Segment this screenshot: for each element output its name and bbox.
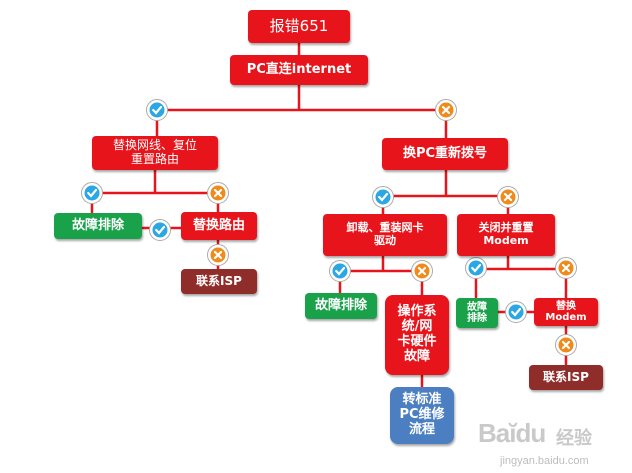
node-replace-cable-reset-router: 替换网线、复位 重置路由 [92, 136, 218, 170]
node-reinstall-nic-driver: 卸载、重装网卡 驱动 [323, 214, 447, 256]
node-contact-isp-2: 联系ISP [529, 365, 603, 390]
node-redial-on-pc: 换PC重新拨号 [382, 138, 508, 170]
cross-icon [411, 260, 433, 282]
cross-icon [207, 244, 229, 266]
node-pc-direct-internet: PC直连internet [230, 55, 368, 85]
node-contact-isp-1: 联系ISP [181, 269, 257, 294]
cross-icon [435, 99, 457, 121]
node-fixed-3: 故障 排除 [456, 298, 498, 328]
node-replace-router: 替换路由 [181, 212, 257, 240]
node-error-651: 报错651 [248, 10, 350, 43]
check-icon [329, 260, 351, 282]
check-icon [81, 182, 103, 204]
check-icon [505, 301, 527, 323]
node-os-nic-hardware-fault: 操作系 统/网 卡硬件 故障 [385, 295, 449, 375]
watermark-url: jingyan.baidu.com [500, 455, 589, 467]
check-icon [146, 99, 168, 121]
node-fixed-1: 故障排除 [54, 213, 142, 239]
cross-icon [497, 186, 519, 208]
node-reset-modem: 关闭并重置 Modem [457, 214, 555, 256]
check-icon [372, 186, 394, 208]
cross-icon [555, 334, 577, 356]
node-replace-modem: 替换 Modem [534, 298, 598, 326]
jingyan-watermark: 经验 [556, 428, 592, 448]
check-icon [465, 257, 487, 279]
node-fixed-2: 故障排除 [305, 293, 377, 319]
cross-icon [555, 257, 577, 279]
baidu-logo-watermark: Baĭdu [478, 418, 546, 448]
node-standard-pc-repair: 转标准 PC维修 流程 [390, 387, 454, 444]
check-icon [149, 219, 171, 241]
cross-icon [207, 182, 229, 204]
